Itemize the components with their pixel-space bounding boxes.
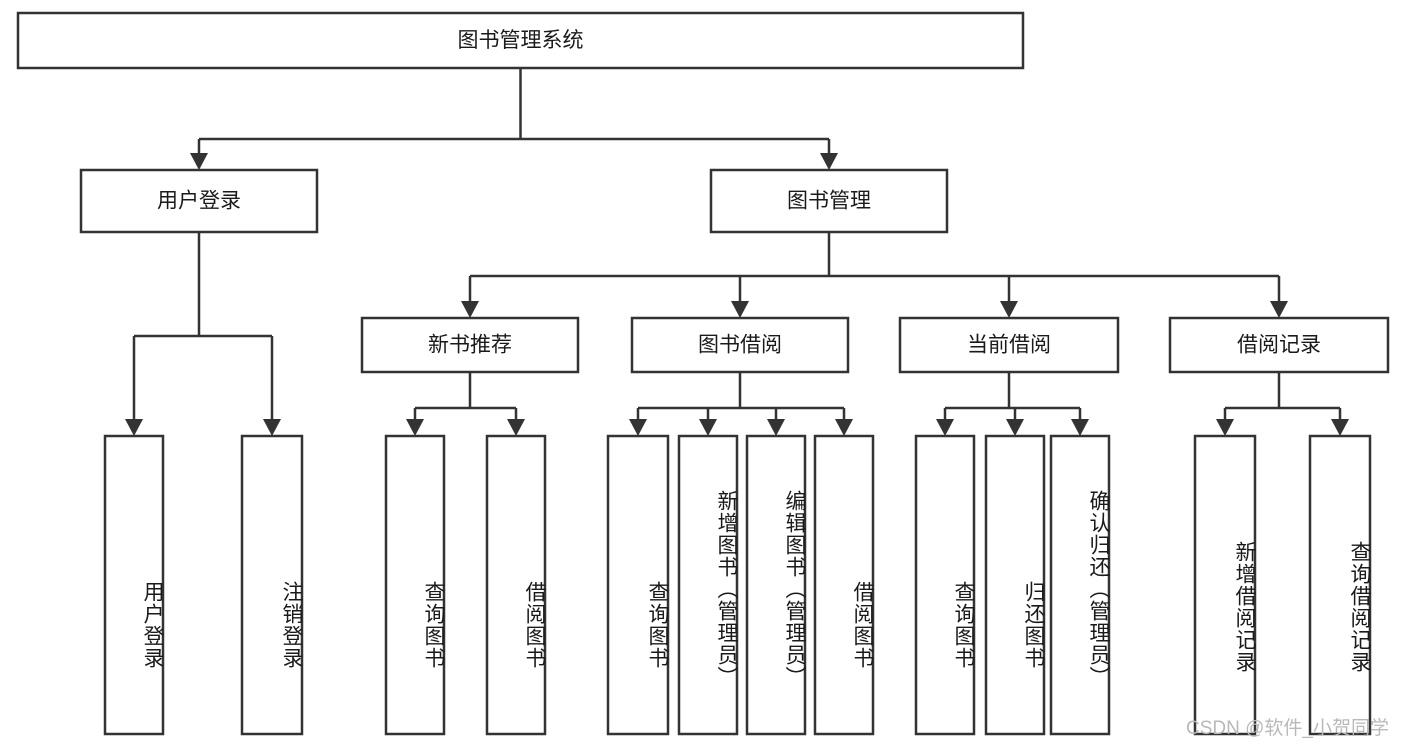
- node-label-book-borrow: 图书借阅: [698, 334, 782, 357]
- node-box-current-borrow[interactable]: [898, 316, 1120, 374]
- node-box-nbr-borrow-book[interactable]: [485, 434, 547, 736]
- node-box-user-logout-leaf[interactable]: [240, 434, 304, 736]
- node-box-bb-query-book[interactable]: [606, 434, 670, 736]
- node-label-current-borrow: 当前借阅: [967, 334, 1051, 357]
- node-label-user-login: 用户登录: [157, 190, 241, 213]
- connector-borrow-record-to-leaves: [1216, 372, 1349, 436]
- node-box-user-login-leaf[interactable]: [103, 434, 165, 736]
- node-box-user-login[interactable]: [79, 168, 319, 234]
- node-label-borrow-record: 借阅记录: [1237, 334, 1321, 357]
- node-box-br-add-record[interactable]: [1193, 434, 1257, 736]
- connectors-layer: [125, 68, 1349, 436]
- arrow-head-icon: [263, 419, 281, 436]
- node-box-br-query-record[interactable]: [1308, 434, 1372, 736]
- connector-book-manage-to-level3: [461, 232, 1288, 318]
- node-box-bb-edit-book[interactable]: [745, 434, 807, 736]
- arrow-head-icon: [1071, 419, 1089, 436]
- arrow-head-icon: [125, 419, 143, 436]
- node-box-cb-confirm-return[interactable]: [1049, 434, 1111, 736]
- arrow-head-icon: [1216, 419, 1234, 436]
- arrow-head-icon: [731, 301, 749, 318]
- node-label-new-book-rec: 新书推荐: [428, 334, 512, 357]
- arrow-head-icon: [1006, 419, 1024, 436]
- arrow-head-icon: [936, 419, 954, 436]
- arrow-head-icon: [507, 419, 525, 436]
- node-box-bb-add-book[interactable]: [677, 434, 739, 736]
- arrow-head-icon: [406, 419, 424, 436]
- watermark-text: CSDN @软件_小贺同学: [1186, 718, 1389, 739]
- node-box-root[interactable]: [16, 11, 1025, 70]
- arrow-head-icon: [835, 419, 853, 436]
- arrow-head-icon: [820, 153, 838, 170]
- arrow-head-icon: [1331, 419, 1349, 436]
- connector-user-login-to-leaves: [125, 232, 281, 436]
- node-box-cb-return-book[interactable]: [984, 434, 1046, 736]
- node-label-book-manage: 图书管理: [787, 190, 871, 213]
- node-box-nbr-query-book[interactable]: [384, 434, 446, 736]
- boxes-layer: [16, 11, 1390, 736]
- node-box-cb-query-book[interactable]: [914, 434, 976, 736]
- node-box-borrow-record[interactable]: [1168, 316, 1390, 374]
- node-label-root: 图书管理系统: [458, 29, 584, 52]
- node-box-bb-borrow-book[interactable]: [813, 434, 875, 736]
- node-box-book-manage[interactable]: [709, 168, 949, 234]
- arrow-head-icon: [461, 301, 479, 318]
- arrow-head-icon: [767, 419, 785, 436]
- connector-root-to-level2: [190, 68, 838, 170]
- connector-current-borrow-to-leaves: [936, 372, 1089, 436]
- arrow-head-icon: [1270, 301, 1288, 318]
- arrow-head-icon: [629, 419, 647, 436]
- node-box-book-borrow[interactable]: [630, 316, 850, 374]
- arrow-head-icon: [190, 153, 208, 170]
- arrow-head-icon: [1000, 301, 1018, 318]
- node-box-new-book-rec[interactable]: [360, 316, 580, 374]
- connector-book-borrow-to-leaves: [629, 372, 853, 436]
- arrow-head-icon: [699, 419, 717, 436]
- connector-new-book-rec-to-leaves: [406, 372, 525, 436]
